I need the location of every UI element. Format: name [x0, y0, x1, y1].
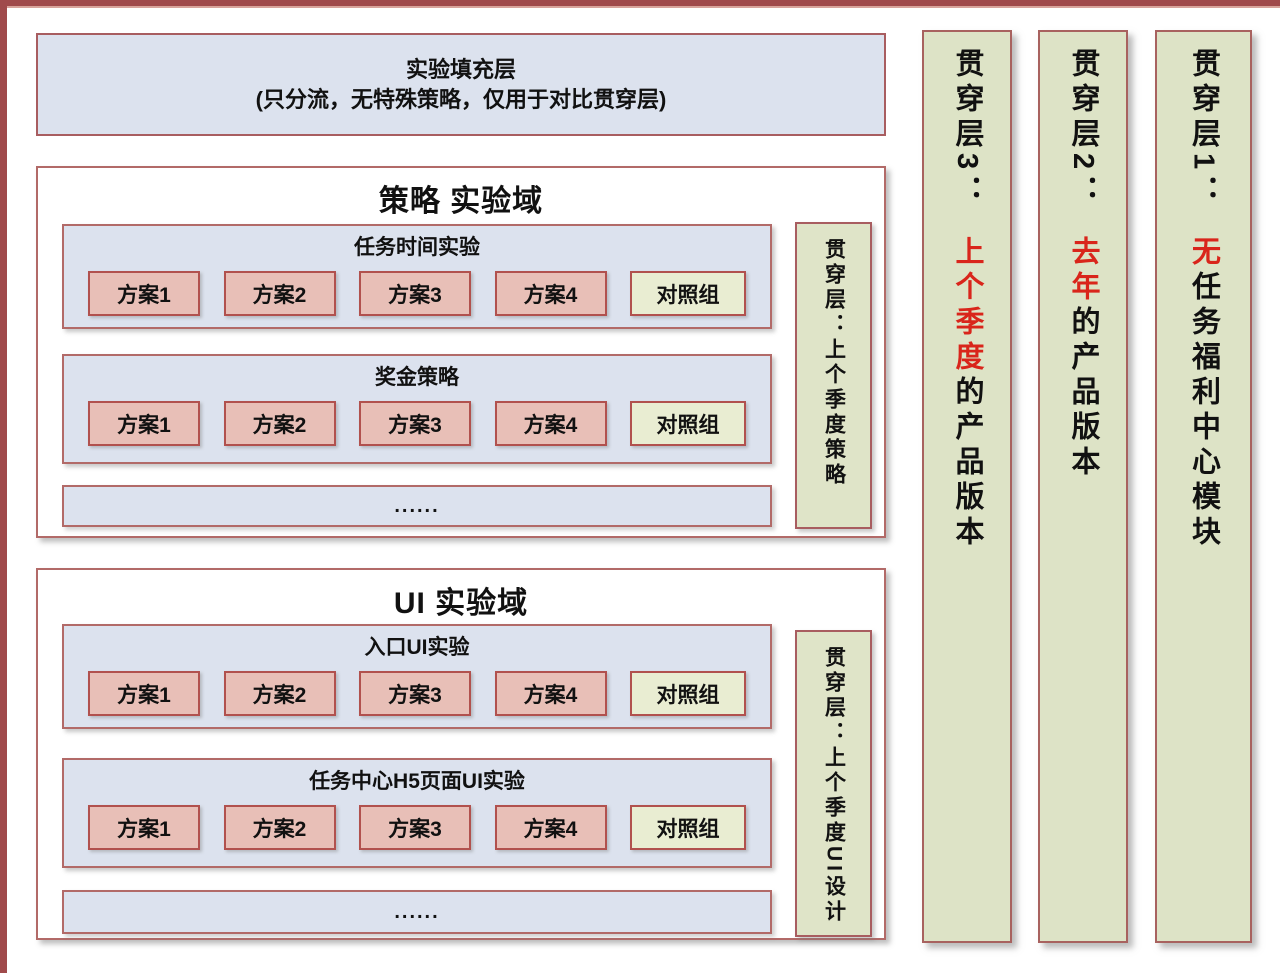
plan-row: 方案1 方案2 方案3 方案4 对照组 [64, 671, 770, 716]
experiment-box-task-center-h5: 任务中心H5页面UI实验 方案1 方案2 方案3 方案4 对照组 [62, 758, 772, 868]
plan-cell: 方案4 [494, 401, 607, 446]
label-highlight: 上个季度 [951, 236, 983, 377]
experiment-title: 入口UI实验 [364, 636, 470, 659]
plan-cell: 方案3 [359, 671, 471, 716]
plan-cell: 方案4 [494, 671, 607, 716]
plan-cell: 方案2 [223, 271, 336, 316]
plan-cell: 方案3 [359, 805, 471, 850]
strip-label: 贯穿层：上个季度UI设计 [822, 646, 846, 925]
ui-passthrough-strip: 贯穿层：上个季度UI设计 [795, 630, 872, 937]
experiment-title: 奖金策略 [375, 366, 459, 389]
fill-layer-title: 实验填充层 [405, 56, 516, 82]
plan-cell: 方案1 [88, 271, 200, 316]
plan-cell: 方案3 [359, 401, 471, 446]
experiment-title: 任务中心H5页面UI实验 [309, 770, 525, 793]
ui-domain-box: UI 实验域 入口UI实验 方案1 方案2 方案3 方案4 对照组 任务中心H5… [36, 568, 886, 940]
experiment-box-bonus-strategy: 奖金策略 方案1 方案2 方案3 方案4 对照组 [62, 354, 772, 464]
strip-label: 贯穿层：上个季度策略 [822, 238, 846, 488]
control-group-cell: 对照组 [630, 671, 746, 716]
label-prefix: 贯穿层3： [951, 48, 983, 211]
plan-row: 方案1 方案2 方案3 方案4 对照组 [64, 401, 770, 446]
ui-domain-title: UI 实验域 [393, 587, 529, 620]
passthrough-layer-2-label: 贯穿层2： 去年的产品版本 [1062, 32, 1104, 941]
label-suffix: 的产品版本 [1067, 306, 1099, 482]
label-highlight: 去年 [1067, 236, 1099, 307]
more-experiments-placeholder: ...... [62, 485, 772, 527]
control-group-cell: 对照组 [630, 271, 746, 316]
plan-cell: 方案4 [494, 805, 607, 850]
plan-cell: 方案2 [223, 671, 336, 716]
plan-cell: 方案4 [494, 271, 607, 316]
passthrough-layer-3-label: 贯穿层3： 上个季度的产品版本 [946, 32, 988, 941]
plan-row: 方案1 方案2 方案3 方案4 对照组 [64, 271, 770, 316]
plan-row: 方案1 方案2 方案3 方案4 对照组 [64, 805, 770, 850]
passthrough-layer-1-column: 贯穿层1： 无任务福利中心模块 [1155, 30, 1252, 943]
fill-layer-box: 实验填充层 (只分流，无特殊策略，仅用于对比贯穿层) [36, 33, 886, 136]
fill-layer-subtitle: (只分流，无特殊策略，仅用于对比贯穿层) [255, 86, 667, 112]
left-accent-bar [0, 0, 7, 973]
plan-cell: 方案2 [223, 401, 336, 446]
label-suffix: 的产品版本 [951, 376, 983, 552]
plan-cell: 方案3 [359, 271, 471, 316]
label-highlight: 无 [1187, 236, 1220, 272]
experiment-box-entry-ui: 入口UI实验 方案1 方案2 方案3 方案4 对照组 [62, 624, 772, 729]
plan-cell: 方案1 [88, 805, 200, 850]
top-accent-bar [0, 0, 1280, 8]
strategy-domain-title: 策略 实验域 [378, 185, 544, 218]
experiment-title: 任务时间实验 [354, 236, 480, 259]
control-group-cell: 对照组 [630, 805, 746, 850]
strategy-passthrough-strip: 贯穿层：上个季度策略 [795, 222, 872, 529]
plan-cell: 方案2 [223, 805, 336, 850]
control-group-cell: 对照组 [630, 401, 746, 446]
passthrough-layer-2-column: 贯穿层2： 去年的产品版本 [1038, 30, 1128, 943]
experiment-box-task-time: 任务时间实验 方案1 方案2 方案3 方案4 对照组 [62, 224, 772, 329]
plan-cell: 方案1 [88, 401, 200, 446]
label-prefix: 贯穿层1： [1187, 48, 1220, 211]
more-experiments-placeholder: ...... [62, 890, 772, 934]
label-suffix: 任务福利中心模块 [1187, 271, 1220, 552]
strategy-domain-box: 策略 实验域 任务时间实验 方案1 方案2 方案3 方案4 对照组 奖金策略 方… [36, 166, 886, 538]
passthrough-layer-1-label: 贯穿层1： 无任务福利中心模块 [1183, 32, 1225, 941]
plan-cell: 方案1 [88, 671, 200, 716]
label-prefix: 贯穿层2： [1067, 48, 1099, 211]
passthrough-layer-3-column: 贯穿层3： 上个季度的产品版本 [922, 30, 1012, 943]
